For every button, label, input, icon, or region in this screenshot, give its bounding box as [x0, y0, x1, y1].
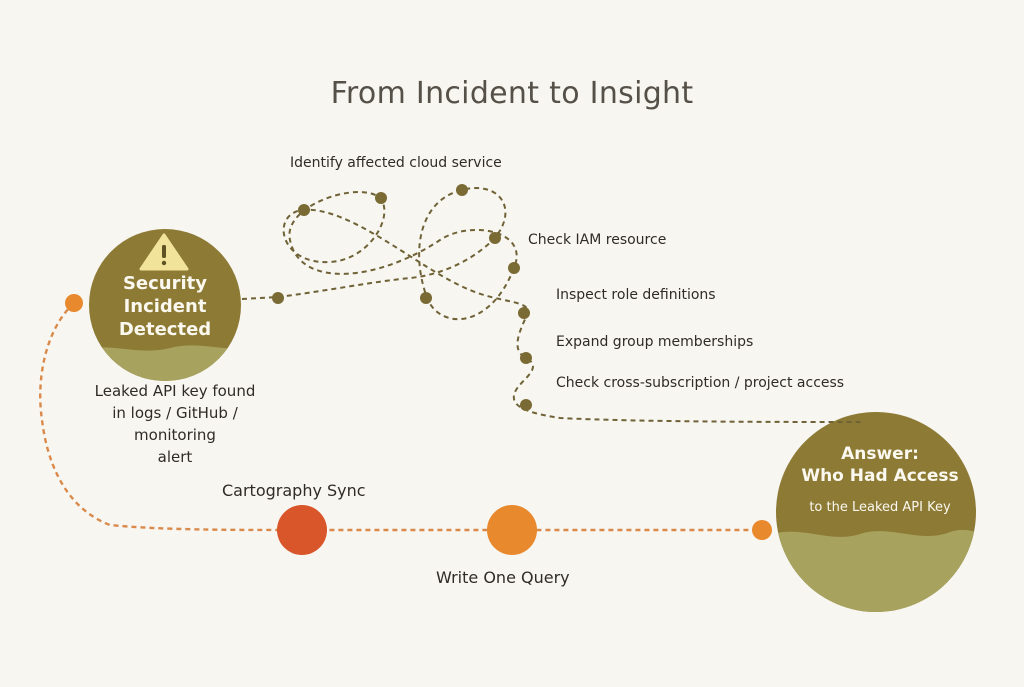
step-check-cross-subscription: Check cross-subscription / project acces…: [556, 375, 845, 391]
incident-label-line: Security: [122, 273, 208, 294]
answer-title-line: Answer:: [841, 444, 919, 464]
tangled-manual-path: [241, 187, 863, 423]
cartography-sync-label: Cartography Sync: [222, 481, 366, 500]
incident-note-line: alert: [157, 448, 193, 466]
answer-subtitle: to the Leaked API Key: [809, 500, 951, 515]
step-identify-cloud-service: Identify affected cloud service: [290, 155, 502, 171]
path-dot-center: [420, 292, 432, 304]
write-query-label: Write One Query: [436, 568, 570, 587]
answer-title: Answer: Who Had Access: [780, 443, 980, 487]
step-expand-group-memberships: Expand group memberships: [556, 334, 754, 350]
warning-icon: [139, 233, 189, 271]
path-dot-role: [518, 307, 530, 319]
path-dot-iam-2: [508, 262, 520, 274]
tangled-path-dots: [272, 184, 532, 411]
path-dot-iam: [489, 232, 501, 244]
orange-flow-path: [39, 302, 760, 532]
write-query-node: [487, 505, 537, 555]
incident-note-line: Leaked API key found: [94, 382, 256, 400]
flow-end-dot: [752, 520, 772, 540]
path-dot-cloud-service: [298, 204, 310, 216]
path-dot-loop-top: [375, 192, 387, 204]
incident-note: Leaked API key found in logs / GitHub / …: [70, 380, 280, 468]
flow-start-dot: [65, 294, 83, 312]
path-dot-group: [520, 352, 532, 364]
incident-label-line: Detected: [118, 319, 212, 340]
incident-label: Security Incident Detected: [80, 272, 250, 341]
path-dot-cross: [520, 399, 532, 411]
answer-title-line: Who Had Access: [801, 466, 959, 486]
path-dot-start: [272, 292, 284, 304]
incident-note-line: in logs / GitHub / monitoring: [112, 404, 238, 444]
incident-label-line: Incident: [123, 296, 207, 317]
cartography-sync-node: [277, 505, 327, 555]
step-check-iam-resource: Check IAM resource: [528, 232, 667, 248]
step-inspect-role-definitions: Inspect role definitions: [556, 287, 716, 303]
path-dot-right-top: [456, 184, 468, 196]
page-title: From Incident to Insight: [330, 76, 694, 111]
